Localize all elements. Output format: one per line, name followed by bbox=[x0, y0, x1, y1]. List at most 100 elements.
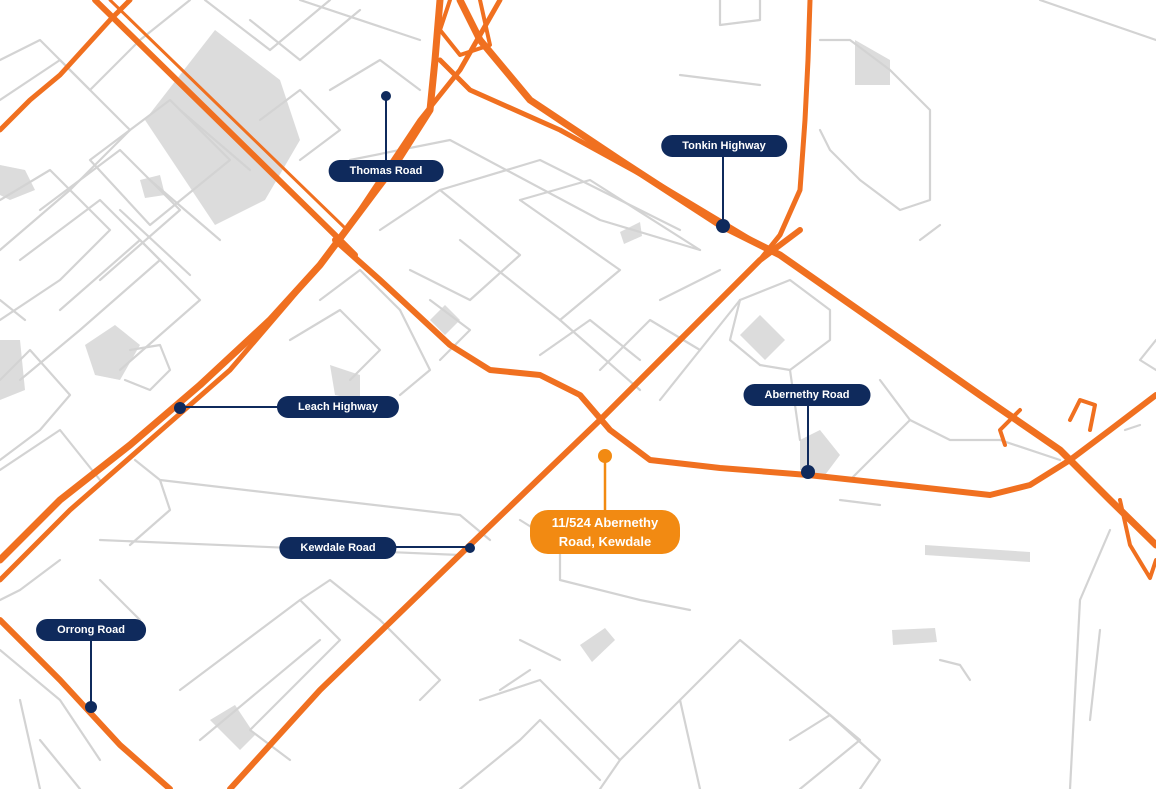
minor-road bbox=[0, 348, 72, 462]
minor-road bbox=[538, 318, 642, 362]
minor-road bbox=[148, 178, 222, 242]
minor-road bbox=[998, 438, 1062, 462]
minor-road bbox=[58, 238, 202, 372]
minor-road bbox=[458, 718, 602, 789]
minor-road bbox=[0, 298, 27, 322]
minor-road bbox=[0, 0, 192, 92]
building-block bbox=[620, 222, 642, 244]
orrong-road-north-line bbox=[108, 0, 347, 230]
minor-road bbox=[678, 698, 702, 789]
building-block bbox=[892, 628, 937, 645]
minor-road bbox=[478, 678, 622, 789]
minor-road bbox=[0, 648, 102, 762]
minor-road bbox=[133, 458, 492, 542]
leach-highway-marker[interactable] bbox=[174, 402, 186, 414]
minor-road bbox=[458, 198, 622, 322]
minor-road bbox=[0, 558, 62, 602]
minor-road bbox=[428, 298, 472, 362]
building-block bbox=[800, 430, 840, 475]
minor-road bbox=[618, 638, 862, 789]
minor-road bbox=[18, 698, 42, 789]
minor-road bbox=[838, 498, 882, 507]
minor-road bbox=[698, 298, 742, 352]
building-block bbox=[0, 340, 25, 400]
tonkin-highway-line bbox=[456, 0, 1156, 549]
leach-highway-line bbox=[0, 0, 503, 583]
minor-road bbox=[378, 188, 522, 302]
label-abernethy-road[interactable]: Abernethy Road bbox=[743, 384, 871, 406]
label-thomas-road[interactable]: Thomas Road bbox=[328, 160, 444, 182]
minor-road bbox=[203, 0, 332, 52]
minor-road bbox=[658, 268, 722, 302]
kewdale-road-line bbox=[227, 227, 803, 789]
label-tonkin-highway[interactable]: Tonkin Highway bbox=[661, 135, 787, 157]
minor-road bbox=[878, 378, 912, 422]
minor-road bbox=[318, 268, 402, 312]
minor-road bbox=[498, 668, 532, 692]
minor-road bbox=[788, 713, 882, 789]
minor-road bbox=[258, 88, 342, 162]
label-kewdale-road[interactable]: Kewdale Road bbox=[279, 537, 397, 559]
building-block bbox=[925, 545, 1030, 562]
minor-road bbox=[938, 658, 972, 682]
minor-road bbox=[0, 58, 132, 252]
minor-road bbox=[38, 738, 82, 789]
orrong-road-marker[interactable] bbox=[85, 701, 97, 713]
abernethy-road-marker[interactable] bbox=[801, 465, 815, 479]
abernethy-road-line bbox=[332, 237, 1156, 498]
minor-road bbox=[848, 418, 1002, 482]
minor-road bbox=[198, 638, 322, 742]
minor-road bbox=[0, 428, 102, 482]
tonkin-highway-marker[interactable] bbox=[716, 219, 730, 233]
minor-road bbox=[1088, 628, 1102, 722]
minor-road bbox=[248, 8, 362, 62]
building-block bbox=[740, 315, 785, 360]
minor-road bbox=[378, 618, 442, 702]
kewdale-road-marker[interactable] bbox=[465, 543, 475, 553]
minor-road bbox=[98, 578, 142, 622]
minor-road bbox=[248, 598, 342, 762]
minor-road bbox=[1138, 338, 1156, 372]
tonkin-highway-ramp bbox=[438, 0, 492, 57]
minor-road bbox=[1038, 0, 1156, 42]
minor-road bbox=[178, 578, 382, 692]
label-orrong-road[interactable]: Orrong Road bbox=[36, 619, 146, 641]
minor-road bbox=[598, 318, 702, 402]
minor-road bbox=[123, 343, 172, 392]
building-block bbox=[85, 325, 140, 380]
location-marker[interactable] bbox=[598, 449, 612, 463]
tonkin-highway-line bbox=[437, 57, 763, 248]
tonkin-north-branch bbox=[757, 0, 813, 263]
minor-road bbox=[88, 98, 232, 227]
minor-road bbox=[398, 308, 432, 397]
minor-road bbox=[818, 38, 932, 212]
building-block bbox=[0, 165, 35, 200]
minor-road bbox=[118, 208, 192, 277]
minor-road bbox=[518, 638, 562, 662]
minor-road bbox=[558, 318, 642, 392]
orrong-road-line bbox=[0, 617, 173, 789]
minor-road bbox=[298, 0, 422, 42]
location-label[interactable]: 11/524 Abernethy Road, Kewdale bbox=[530, 510, 680, 554]
interchange-ramp bbox=[1118, 498, 1156, 580]
building-block bbox=[330, 365, 360, 400]
marker-dots bbox=[85, 91, 815, 713]
building-block bbox=[430, 305, 460, 335]
minor-road bbox=[178, 108, 252, 172]
minor-road bbox=[728, 298, 762, 367]
minor-road bbox=[678, 73, 762, 87]
minor-road bbox=[918, 223, 942, 242]
minor-road bbox=[518, 178, 702, 252]
minor-road bbox=[328, 58, 422, 92]
minor-road bbox=[0, 168, 112, 322]
minor-road bbox=[1123, 423, 1142, 432]
label-leach-highway[interactable]: Leach Highway bbox=[276, 396, 400, 418]
minor-road bbox=[738, 278, 832, 372]
minor-road bbox=[288, 308, 382, 382]
building-block bbox=[580, 628, 615, 662]
minor-road bbox=[128, 478, 172, 547]
thomas-road-marker[interactable] bbox=[381, 91, 391, 101]
